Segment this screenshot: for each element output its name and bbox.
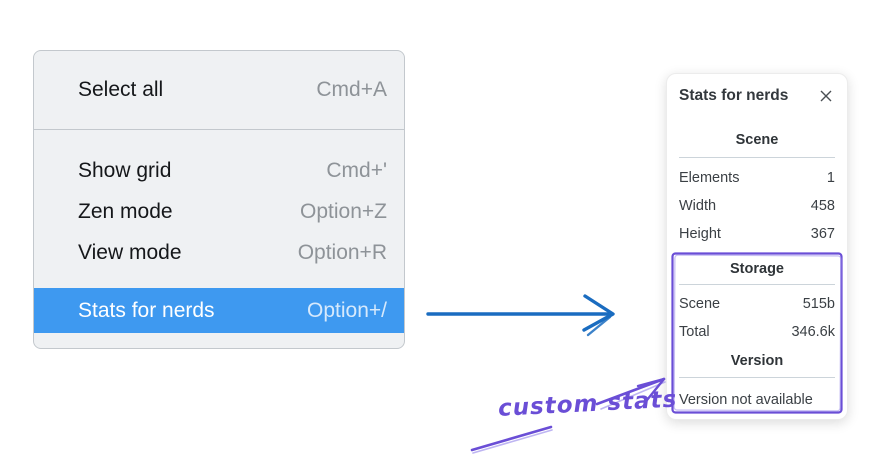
stats-panel-title: Stats for nerds [679, 87, 789, 104]
stats-panel-header: Stats for nerds [679, 86, 835, 106]
menu-item-view-mode[interactable]: View mode Option+R [34, 232, 404, 273]
stat-value: 346.6k [791, 324, 835, 340]
menu-divider [34, 129, 404, 130]
close-button[interactable] [817, 87, 835, 105]
stat-value: 367 [810, 226, 835, 242]
menu-item-shortcut: Cmd+' [326, 158, 387, 182]
version-note: Version not available [679, 392, 813, 408]
custom-stats-annotation-label: custom stats [497, 386, 678, 422]
section-heading-version: Version [730, 353, 784, 369]
menu-item-shortcut: Cmd+A [316, 78, 387, 101]
close-icon [820, 90, 832, 102]
stat-value: 515b [802, 296, 835, 312]
stat-label: Total [679, 324, 710, 340]
context-menu: Select all Cmd+A Show grid Cmd+' Zen mod… [33, 50, 405, 349]
menu-item-label: Stats for nerds [78, 298, 215, 322]
stat-row-elements: Elements 1 [679, 164, 835, 192]
stat-row-height: Height 367 [679, 220, 835, 248]
scene-rows: Elements 1 Width 458 Height 367 [679, 164, 835, 248]
menu-item-label: Show grid [78, 158, 172, 182]
menu-item-select-all[interactable]: Select all Cmd+A [34, 51, 404, 129]
menu-item-shortcut: Option+Z [300, 199, 387, 223]
menu-item-zen-mode[interactable]: Zen mode Option+Z [34, 191, 404, 232]
section-heading-storage: Storage [730, 261, 784, 277]
section-divider [679, 377, 835, 378]
stats-panel: Stats for nerds Scene Elements 1 Width 4… [666, 73, 848, 420]
stat-label: Scene [679, 296, 721, 312]
stat-label: Width [679, 198, 717, 214]
menu-item-label: View mode [78, 240, 182, 264]
blue-arrow [426, 294, 615, 337]
stat-row-total-size: Total 346.6k [679, 318, 835, 346]
menu-item-shortcut: Option+R [297, 240, 387, 264]
menu-item-label: Zen mode [78, 199, 173, 223]
menu-item-show-grid[interactable]: Show grid Cmd+' [34, 150, 404, 191]
section-divider [679, 284, 835, 285]
menu-item-stats-for-nerds[interactable]: Stats for nerds Option+/ [34, 288, 404, 333]
stat-row-scene-size: Scene 515b [679, 290, 835, 318]
stat-value: 458 [810, 198, 835, 214]
stat-label: Height [679, 226, 721, 242]
storage-rows: Scene 515b Total 346.6k [679, 290, 835, 346]
menu-item-label: Select all [78, 78, 164, 101]
stat-row-width: Width 458 [679, 192, 835, 220]
stat-value: 1 [826, 170, 835, 186]
section-heading-scene: Scene [735, 132, 779, 148]
stat-label: Elements [679, 170, 740, 186]
section-divider [679, 157, 835, 158]
menu-item-shortcut: Option+/ [307, 298, 387, 322]
